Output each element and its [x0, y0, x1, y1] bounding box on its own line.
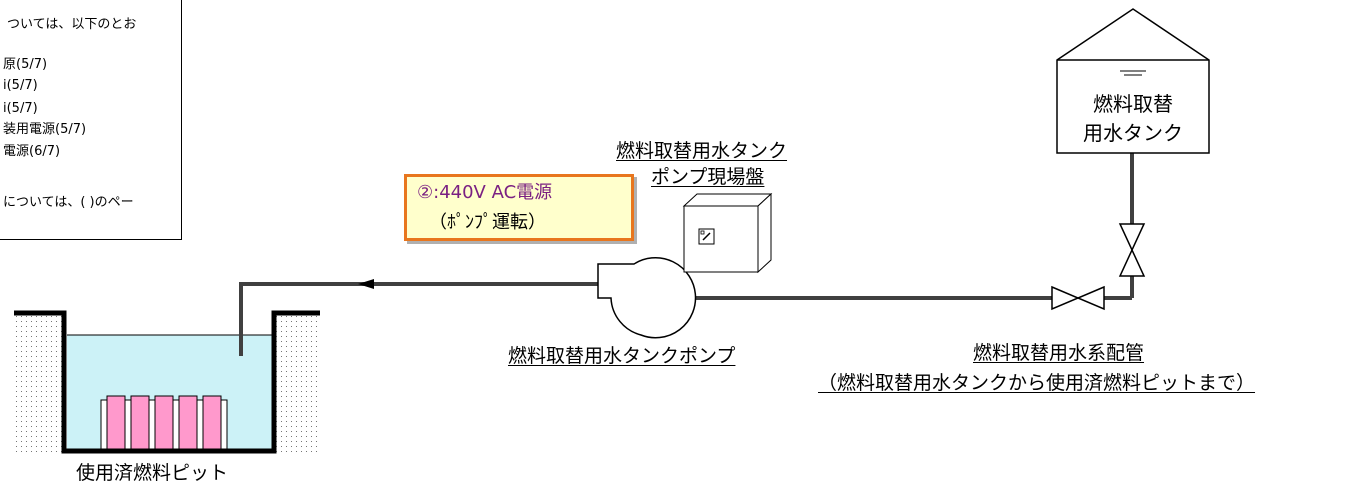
note-line: ついては、以下のとお [7, 17, 137, 32]
callout-power-label: ②:440V AC電源 [417, 182, 553, 203]
note-line: 原(5/7) [3, 57, 48, 72]
callout-operation-label: （ﾎﾟﾝﾌﾟ運転） [429, 212, 546, 233]
piping-label-line1: 燃料取替用水系配管 [973, 342, 1145, 364]
spent-fuel-pit [14, 310, 320, 454]
note-line: i(5/7) [3, 101, 38, 116]
flow-arrow [358, 279, 374, 289]
note-line: 電源(6/7) [3, 144, 61, 159]
discharge-pipe [239, 282, 598, 356]
tank-label-line2: 用水タンク [1083, 121, 1183, 145]
pit-ground-left [14, 313, 64, 453]
gate-valve-icon [1118, 248, 1146, 277]
gate-valve-icon [1051, 285, 1080, 311]
note-box: ついては、以下のとお 原(5/7) i(5/7) i(5/7) 装用電源(5/7… [0, 0, 182, 240]
pump-label: 燃料取替用水タンクポンプ [508, 345, 736, 367]
pit-ground-right [276, 313, 320, 453]
pit-wall [14, 310, 320, 454]
gate-valve-icon [1076, 285, 1105, 311]
panel-label-line1: 燃料取替用水タンク [616, 140, 788, 162]
panel-label-line2: ポンプ現場盤 [651, 166, 765, 188]
fuel-assemblies [100, 395, 228, 452]
switch-icon [698, 228, 715, 245]
tank-label-line1: 燃料取替 [1093, 92, 1173, 116]
note-line: i(5/7) [3, 78, 38, 93]
tank-label: 燃料取替 用水タンク [1057, 90, 1209, 148]
pit-label: 使用済燃料ピット [76, 462, 229, 484]
pump-local-panel [682, 192, 773, 274]
refueling-water-tank [1056, 8, 1210, 154]
power-source-callout: ②:440V AC電源 （ﾎﾟﾝﾌﾟ運転） [404, 174, 634, 241]
note-line: については、( )のペー [3, 195, 134, 210]
gate-valve-icon [1118, 223, 1146, 252]
piping [239, 153, 1134, 356]
piping-label-line2: （燃料取替用水タンクから使用済燃料ピットまで） [818, 372, 1256, 394]
note-line: 装用電源(5/7) [3, 122, 87, 137]
centrifugal-pump-icon [597, 257, 697, 339]
